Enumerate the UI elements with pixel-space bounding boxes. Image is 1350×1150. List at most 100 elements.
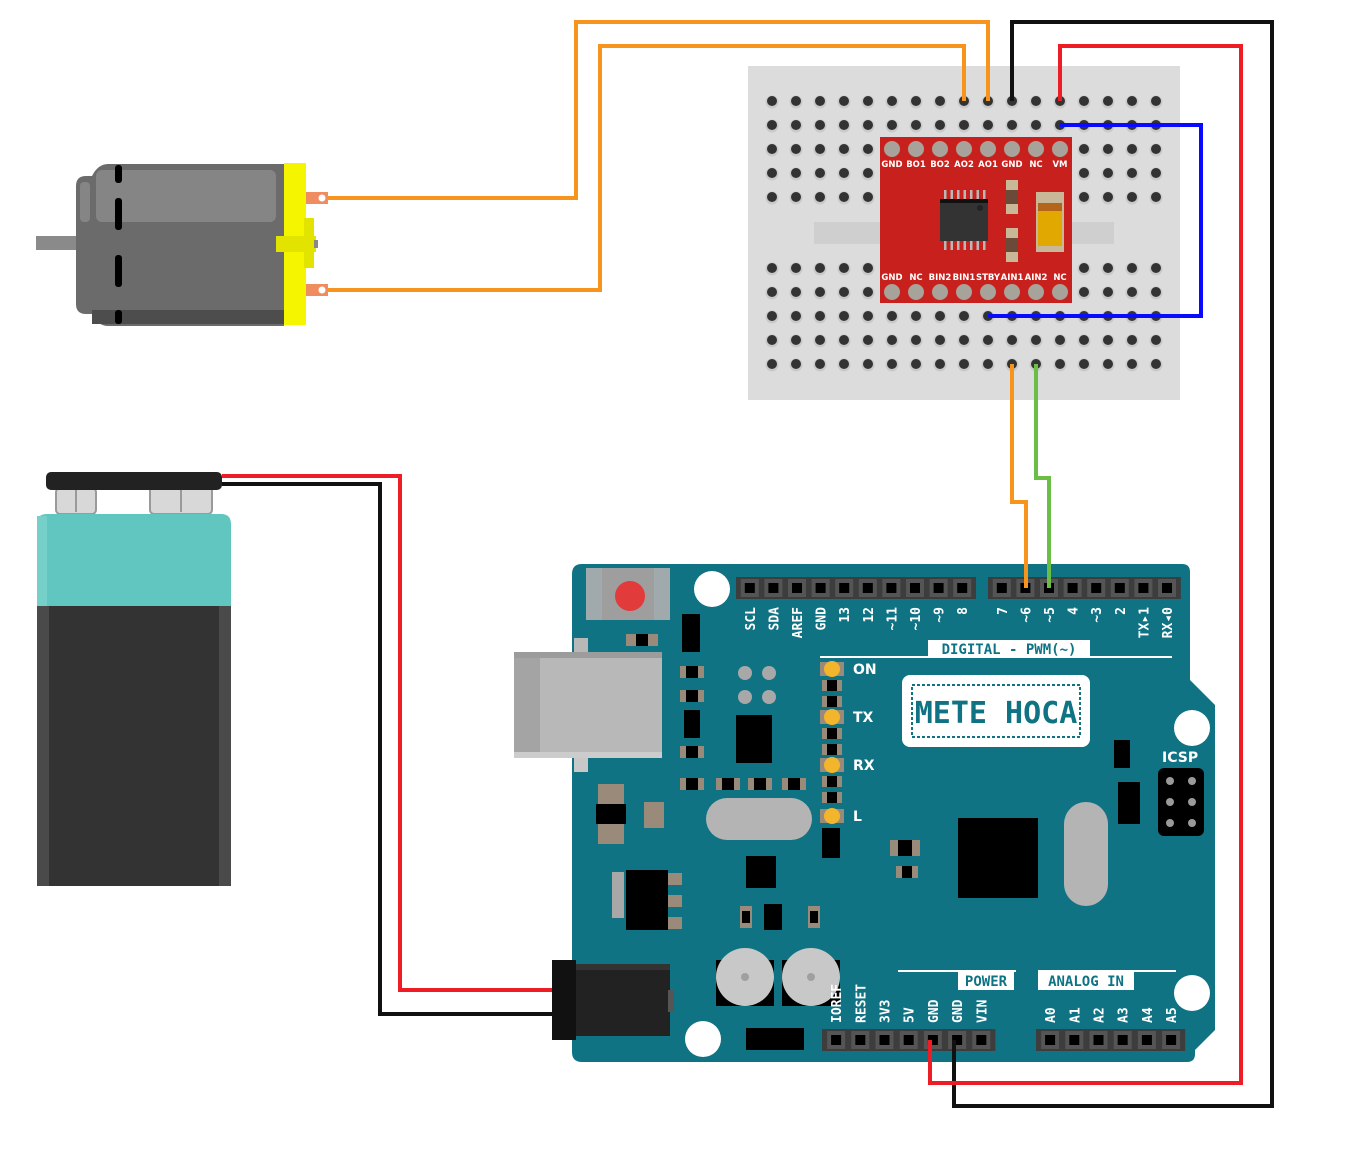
breadboard-hole[interactable] bbox=[983, 359, 993, 369]
breadboard-hole[interactable] bbox=[1127, 192, 1137, 202]
breadboard-hole[interactable] bbox=[767, 96, 777, 106]
breadboard-hole[interactable] bbox=[911, 335, 921, 345]
breadboard-hole[interactable] bbox=[1031, 96, 1041, 106]
breadboard-hole[interactable] bbox=[959, 311, 969, 321]
breadboard-hole[interactable] bbox=[815, 335, 825, 345]
breadboard-hole[interactable] bbox=[1103, 359, 1113, 369]
breadboard-hole[interactable] bbox=[959, 120, 969, 130]
header-pin[interactable] bbox=[855, 1035, 866, 1045]
breadboard-hole[interactable] bbox=[767, 168, 777, 178]
breadboard-hole[interactable] bbox=[1103, 96, 1113, 106]
breadboard-hole[interactable] bbox=[839, 287, 849, 297]
breadboard-hole[interactable] bbox=[911, 96, 921, 106]
breadboard-hole[interactable] bbox=[935, 359, 945, 369]
header-pin[interactable] bbox=[976, 1035, 987, 1045]
breadboard-hole[interactable] bbox=[767, 359, 777, 369]
breadboard-hole[interactable] bbox=[791, 263, 801, 273]
breadboard-hole[interactable] bbox=[839, 192, 849, 202]
breadboard-hole[interactable] bbox=[887, 120, 897, 130]
breadboard-hole[interactable] bbox=[959, 359, 969, 369]
breadboard-hole[interactable] bbox=[1127, 263, 1137, 273]
breadboard-hole[interactable] bbox=[1151, 287, 1161, 297]
breadboard-hole[interactable] bbox=[863, 335, 873, 345]
breadboard-hole[interactable] bbox=[911, 311, 921, 321]
breadboard-hole[interactable] bbox=[1103, 263, 1113, 273]
breadboard-hole[interactable] bbox=[815, 263, 825, 273]
breadboard-hole[interactable] bbox=[1127, 144, 1137, 154]
breadboard-hole[interactable] bbox=[1127, 168, 1137, 178]
breadboard-hole[interactable] bbox=[935, 96, 945, 106]
breadboard-hole[interactable] bbox=[767, 263, 777, 273]
breadboard-hole[interactable] bbox=[863, 192, 873, 202]
breadboard-hole[interactable] bbox=[863, 359, 873, 369]
breadboard-hole[interactable] bbox=[767, 144, 777, 154]
header-pin[interactable] bbox=[879, 1035, 890, 1045]
breadboard-hole[interactable] bbox=[1127, 335, 1137, 345]
breadboard-hole[interactable] bbox=[983, 120, 993, 130]
reset-button[interactable] bbox=[586, 568, 670, 620]
breadboard-hole[interactable] bbox=[815, 168, 825, 178]
breadboard-hole[interactable] bbox=[767, 192, 777, 202]
header-pin[interactable] bbox=[1166, 1035, 1177, 1045]
breadboard-hole[interactable] bbox=[1079, 168, 1089, 178]
breadboard-hole[interactable] bbox=[791, 144, 801, 154]
breadboard-hole[interactable] bbox=[1055, 335, 1065, 345]
breadboard-hole[interactable] bbox=[1127, 359, 1137, 369]
breadboard-hole[interactable] bbox=[1151, 359, 1161, 369]
breadboard-hole[interactable] bbox=[1103, 144, 1113, 154]
breadboard-hole[interactable] bbox=[767, 311, 777, 321]
breadboard-hole[interactable] bbox=[815, 192, 825, 202]
breadboard-hole[interactable] bbox=[1151, 144, 1161, 154]
breadboard-hole[interactable] bbox=[1007, 335, 1017, 345]
header-pin[interactable] bbox=[1162, 583, 1172, 593]
breadboard-hole[interactable] bbox=[1079, 96, 1089, 106]
breadboard-hole[interactable] bbox=[935, 120, 945, 130]
header-pin[interactable] bbox=[933, 583, 944, 593]
breadboard-hole[interactable] bbox=[911, 359, 921, 369]
breadboard-hole[interactable] bbox=[1007, 120, 1017, 130]
breadboard-hole[interactable] bbox=[1151, 168, 1161, 178]
header-pin[interactable] bbox=[903, 1035, 914, 1045]
breadboard-hole[interactable] bbox=[911, 120, 921, 130]
breadboard-hole[interactable] bbox=[791, 311, 801, 321]
breadboard-hole[interactable] bbox=[1151, 192, 1161, 202]
breadboard-hole[interactable] bbox=[887, 335, 897, 345]
breadboard-hole[interactable] bbox=[791, 192, 801, 202]
breadboard-hole[interactable] bbox=[887, 96, 897, 106]
breadboard-hole[interactable] bbox=[863, 144, 873, 154]
breadboard-hole[interactable] bbox=[839, 144, 849, 154]
breadboard-hole[interactable] bbox=[863, 168, 873, 178]
header-pin[interactable] bbox=[1114, 583, 1125, 593]
header-pin[interactable] bbox=[957, 583, 968, 593]
breadboard-hole[interactable] bbox=[839, 359, 849, 369]
breadboard-hole[interactable] bbox=[863, 263, 873, 273]
breadboard-hole[interactable] bbox=[815, 359, 825, 369]
breadboard-hole[interactable] bbox=[1151, 96, 1161, 106]
header-pin[interactable] bbox=[768, 583, 779, 593]
breadboard-hole[interactable] bbox=[767, 287, 777, 297]
header-pin[interactable] bbox=[831, 1035, 842, 1045]
breadboard-hole[interactable] bbox=[839, 96, 849, 106]
header-pin[interactable] bbox=[862, 583, 873, 593]
header-pin[interactable] bbox=[886, 583, 897, 593]
breadboard-hole[interactable] bbox=[1079, 287, 1089, 297]
header-pin[interactable] bbox=[1093, 1035, 1104, 1045]
breadboard-hole[interactable] bbox=[887, 359, 897, 369]
breadboard-hole[interactable] bbox=[791, 120, 801, 130]
breadboard-hole[interactable] bbox=[1103, 335, 1113, 345]
header-pin[interactable] bbox=[1117, 1035, 1128, 1045]
breadboard-hole[interactable] bbox=[863, 96, 873, 106]
header-pin[interactable] bbox=[910, 583, 920, 593]
breadboard-hole[interactable] bbox=[1079, 192, 1089, 202]
breadboard-hole[interactable] bbox=[839, 120, 849, 130]
header-pin[interactable] bbox=[815, 583, 826, 593]
breadboard-hole[interactable] bbox=[1079, 335, 1089, 345]
breadboard-hole[interactable] bbox=[1103, 168, 1113, 178]
breadboard-hole[interactable] bbox=[1079, 144, 1089, 154]
breadboard-hole[interactable] bbox=[815, 311, 825, 321]
breadboard-hole[interactable] bbox=[815, 144, 825, 154]
header-pin[interactable] bbox=[1069, 1035, 1080, 1045]
breadboard-hole[interactable] bbox=[1079, 359, 1089, 369]
header-pin[interactable] bbox=[1141, 1035, 1152, 1045]
breadboard-hole[interactable] bbox=[1127, 96, 1137, 106]
